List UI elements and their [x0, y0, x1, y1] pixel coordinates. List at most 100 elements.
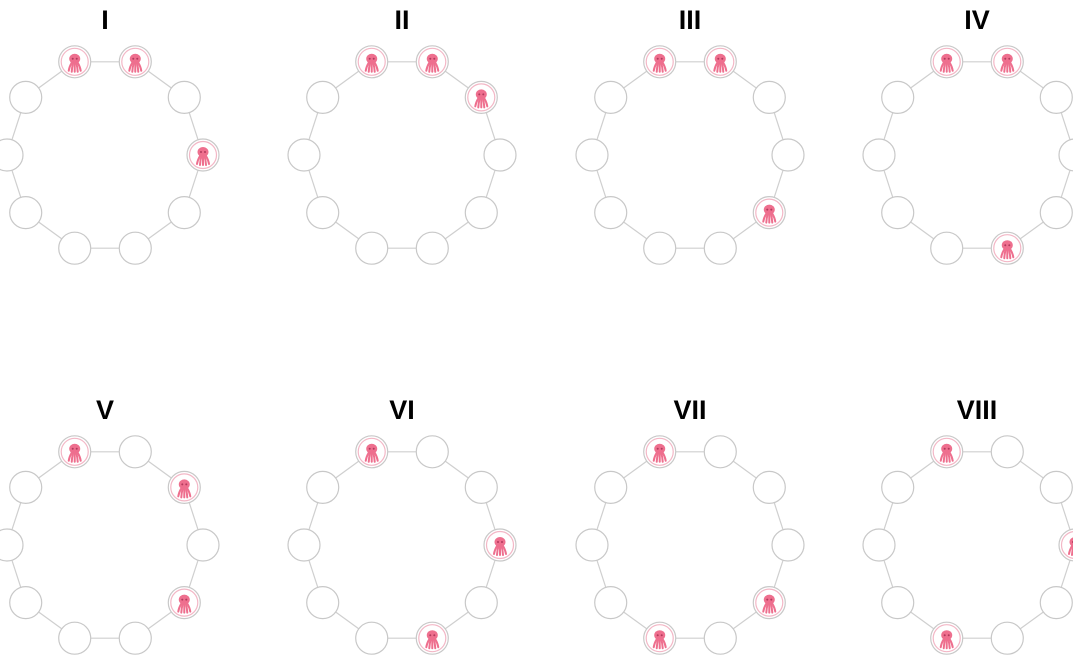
octopus-icon: [122, 48, 149, 75]
octopus-icon: [646, 48, 673, 75]
ring-graph: [0, 43, 225, 273]
ring-node: [753, 197, 785, 229]
octopus-icon: [646, 625, 673, 652]
octopus-icon: [756, 199, 783, 226]
ring-node: [307, 587, 339, 619]
ring-node: [595, 587, 627, 619]
ring-node: [772, 529, 804, 561]
ring-node: [59, 622, 91, 654]
ring-node: [753, 81, 785, 113]
ring-node: [307, 81, 339, 113]
ring-node: [991, 622, 1023, 654]
ring-panel-iii: III: [570, 5, 810, 275]
ring-panel-v: V: [0, 395, 225, 665]
octopus-icon: [190, 142, 217, 169]
ring-node: [356, 232, 388, 264]
ring-node: [704, 46, 736, 78]
ring-panel-ii: II: [282, 5, 522, 275]
ring-node: [356, 46, 388, 78]
octopus-icon: [358, 48, 385, 75]
ring-node: [595, 81, 627, 113]
ring-node: [416, 46, 448, 78]
ring-node: [119, 436, 151, 468]
octopus-icon: [61, 438, 88, 465]
ring-node: [10, 587, 42, 619]
ring-graph: [282, 433, 522, 663]
ring-node: [576, 529, 608, 561]
ring-node: [576, 139, 608, 171]
ring-node: [1040, 587, 1072, 619]
ring-graph: [857, 43, 1073, 273]
ring-node: [168, 471, 200, 503]
ring-node: [356, 622, 388, 654]
ring-node: [882, 81, 914, 113]
ring-node: [307, 471, 339, 503]
ring-node: [1040, 471, 1072, 503]
ring-label: III: [570, 5, 810, 35]
octopus-icon: [468, 84, 495, 111]
ring-node: [882, 471, 914, 503]
ring-node: [704, 622, 736, 654]
ring-panel-i: I: [0, 5, 225, 275]
ring-label: I: [0, 5, 225, 35]
octopus-icon: [61, 48, 88, 75]
ring-graph: [570, 433, 810, 663]
ring-panel-vii: VII: [570, 395, 810, 665]
ring-node: [168, 81, 200, 113]
ring-node: [704, 436, 736, 468]
ring-node: [168, 587, 200, 619]
ring-label: V: [0, 395, 225, 425]
ring-node: [59, 232, 91, 264]
octopus-icon: [487, 532, 514, 559]
ring-node: [595, 197, 627, 229]
octopus-icon: [756, 589, 783, 616]
octopus-icon: [646, 438, 673, 465]
ring-node: [1059, 139, 1073, 171]
octopus-icon: [994, 48, 1021, 75]
ring-node: [484, 529, 516, 561]
octopus-icon: [933, 48, 960, 75]
ring-node: [10, 81, 42, 113]
ring-node: [991, 46, 1023, 78]
octopus-icon: [933, 438, 960, 465]
ring-graph: [570, 43, 810, 273]
ring-label: VII: [570, 395, 810, 425]
ring-node: [644, 622, 676, 654]
ring-node: [465, 587, 497, 619]
ring-node: [465, 471, 497, 503]
octopus-icon: [171, 474, 198, 501]
ring-node: [59, 46, 91, 78]
ring-node: [119, 622, 151, 654]
ring-label: IV: [857, 5, 1073, 35]
ring-node: [1040, 81, 1072, 113]
ring-node: [882, 587, 914, 619]
ring-graph: [0, 433, 225, 663]
ring-node: [307, 197, 339, 229]
octopus-icon: [419, 625, 446, 652]
ring-node: [119, 46, 151, 78]
ring-node: [187, 529, 219, 561]
ring-node: [931, 436, 963, 468]
octopus-icon: [419, 48, 446, 75]
octopus-icon: [171, 589, 198, 616]
ring-label: VI: [282, 395, 522, 425]
ring-node: [1059, 529, 1073, 561]
ring-node: [931, 232, 963, 264]
ring-node: [931, 46, 963, 78]
octopus-icon: [358, 438, 385, 465]
ring-node: [119, 232, 151, 264]
ring-node: [863, 529, 895, 561]
ring-node: [356, 436, 388, 468]
ring-graph: [857, 433, 1073, 663]
ring-node: [465, 81, 497, 113]
ring-node: [704, 232, 736, 264]
octopus-icon: [933, 625, 960, 652]
ring-node: [465, 197, 497, 229]
ring-node: [644, 436, 676, 468]
ring-node: [863, 139, 895, 171]
ring-node: [644, 232, 676, 264]
ring-node: [0, 529, 23, 561]
ring-node: [416, 232, 448, 264]
octopus-icon: [707, 48, 734, 75]
ring-node: [595, 471, 627, 503]
